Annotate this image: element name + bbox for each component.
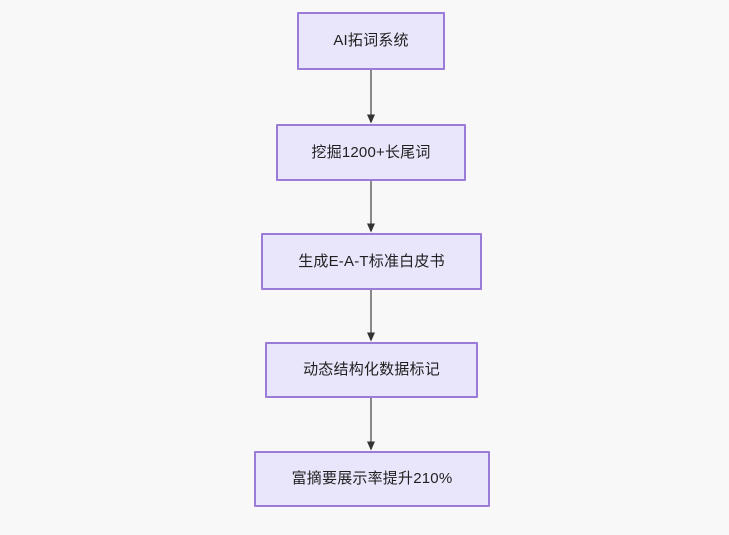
flow-node-label: 生成E-A-T标准白皮书: [298, 252, 445, 270]
flow-node-ai-keyword-system[interactable]: AI拓词系统: [297, 12, 445, 70]
flow-node-label: 挖掘1200+长尾词: [311, 143, 431, 161]
flow-node-label: 富摘要展示率提升210%: [291, 470, 453, 487]
flow-node-longtail-mining[interactable]: 挖掘1200+长尾词: [276, 124, 466, 181]
flow-node-rich-snippet-result[interactable]: 富摘要展示率提升210%: [254, 451, 490, 507]
flow-node-label: 动态结构化数据标记: [303, 361, 440, 378]
flow-node-structured-data-markup[interactable]: 动态结构化数据标记: [265, 342, 478, 398]
flow-node-label: AI拓词系统: [333, 32, 409, 49]
flow-node-eat-whitepaper[interactable]: 生成E-A-T标准白皮书: [261, 233, 482, 290]
